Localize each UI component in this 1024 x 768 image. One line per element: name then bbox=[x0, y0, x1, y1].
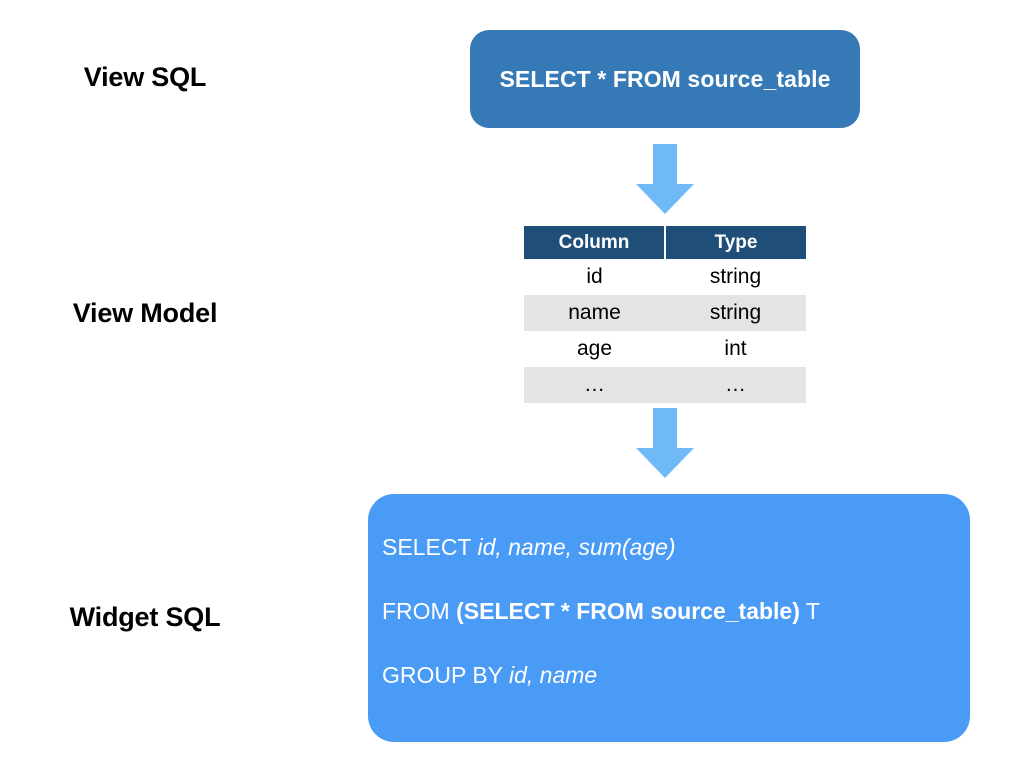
cell-column: … bbox=[524, 367, 665, 403]
table-row: name string bbox=[524, 295, 806, 331]
widget-sql-group-by-line: GROUP BY id, name bbox=[382, 662, 598, 688]
widget-sql-from-line: FROM (SELECT * FROM source_table) T bbox=[382, 598, 820, 624]
table-row: age int bbox=[524, 331, 806, 367]
view-model-table: Column Type id string name string age in… bbox=[524, 226, 806, 403]
row-label-widget-sql: Widget SQL bbox=[69, 602, 221, 632]
cell-type: int bbox=[665, 331, 806, 367]
widget-sql-select-line: SELECT id, name, sum(age) bbox=[382, 534, 676, 560]
cell-type: string bbox=[665, 295, 806, 331]
arrow-down-icon bbox=[636, 144, 694, 214]
widget-sql-box[interactable]: SELECT id, name, sum(age) FROM (SELECT *… bbox=[368, 494, 970, 742]
cell-type: … bbox=[665, 367, 806, 403]
arrow-down-icon bbox=[636, 408, 694, 478]
view-sql-box[interactable]: SELECT * FROM source_table bbox=[470, 30, 860, 128]
cell-column: age bbox=[524, 331, 665, 367]
table-row: … … bbox=[524, 367, 806, 403]
row-label-view-model: View Model bbox=[72, 298, 218, 328]
view-sql-statement: SELECT * FROM source_table bbox=[499, 65, 831, 92]
row-label-view-sql: View SQL bbox=[83, 62, 207, 92]
table-row: id string bbox=[524, 259, 806, 295]
table-header-type: Type bbox=[664, 226, 806, 259]
cell-type: string bbox=[665, 259, 806, 295]
cell-column: name bbox=[524, 295, 665, 331]
table-header-row: Column Type bbox=[524, 226, 806, 259]
table-header-column: Column bbox=[524, 226, 665, 259]
cell-column: id bbox=[524, 259, 665, 295]
